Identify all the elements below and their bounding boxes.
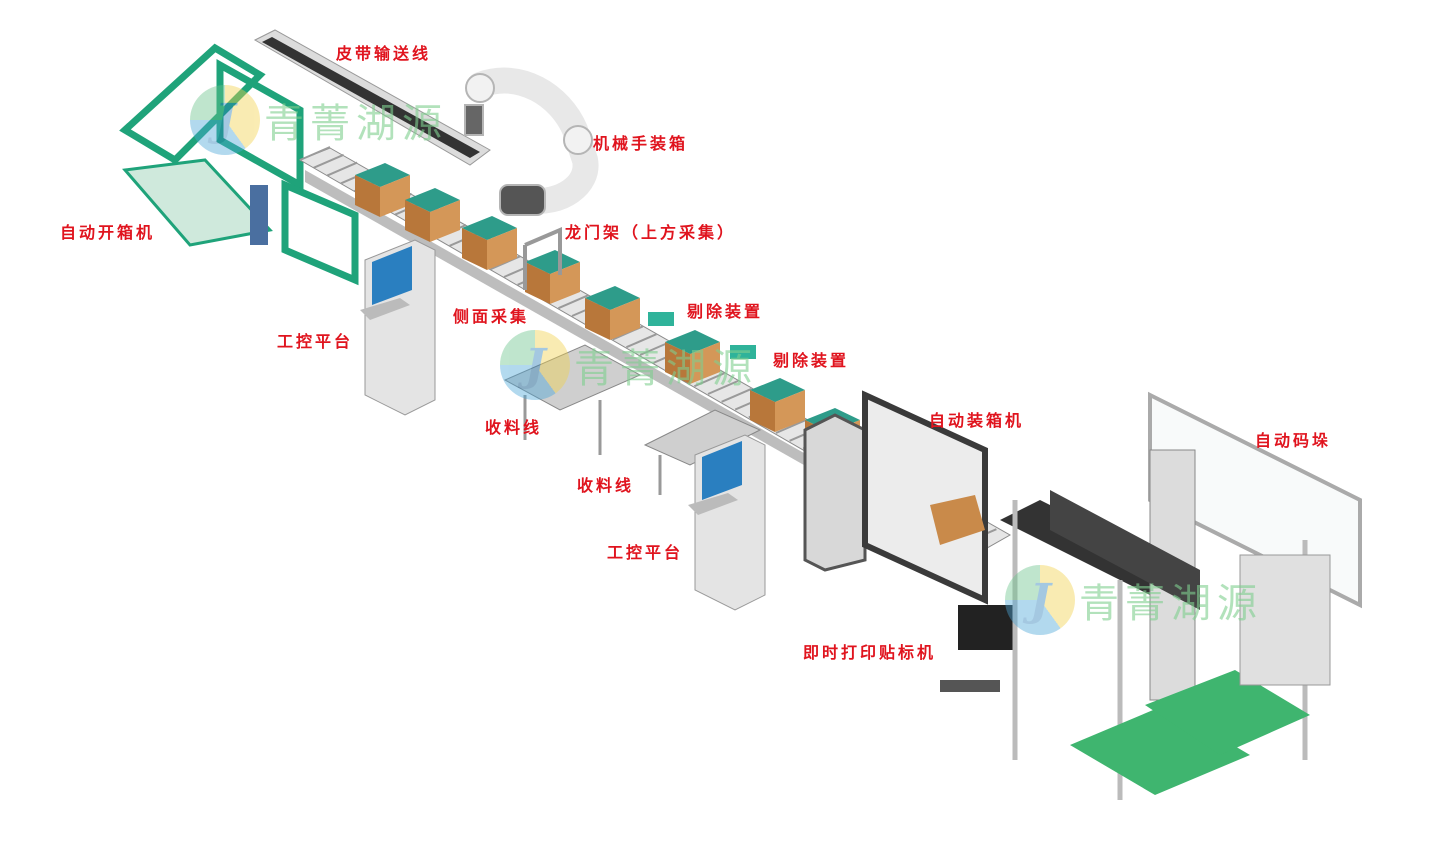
label-receiving-line-1: 收料线 — [485, 418, 543, 437]
roller — [558, 294, 589, 310]
roller — [626, 333, 657, 349]
carton — [585, 286, 640, 340]
roller — [299, 146, 331, 161]
control-kiosk-1 — [360, 239, 436, 416]
robot-arm — [464, 67, 599, 216]
belt-conveyor — [253, 29, 491, 166]
gantry — [523, 226, 562, 290]
reject-device-2 — [730, 345, 756, 359]
label-reject-device-1: 剔除装置 — [687, 302, 764, 321]
auto-palletizer — [1000, 391, 1362, 800]
label-robot-packing: 机械手装箱 — [593, 134, 689, 153]
roller — [707, 380, 739, 395]
auto-box-opener — [119, 43, 359, 286]
label-gantry: 龙门架（上方采集） — [565, 223, 737, 242]
roller — [694, 372, 725, 388]
label-print-label-machine: 即时打印贴标机 — [803, 643, 937, 662]
carton — [665, 330, 720, 384]
control-kiosk-2 — [688, 434, 766, 611]
label-belt-conveyor: 皮带输送线 — [336, 44, 432, 63]
roller — [721, 387, 752, 403]
roller — [326, 161, 358, 177]
auto-packing-machine — [803, 390, 988, 605]
roller — [313, 153, 344, 169]
reject-device-1 — [648, 312, 674, 326]
carton — [405, 188, 460, 242]
carton — [355, 163, 410, 217]
receiving-line-1 — [503, 344, 642, 455]
carton — [462, 216, 517, 270]
label-auto-box-opener: 自动开箱机 — [60, 223, 156, 242]
roller — [775, 419, 807, 434]
carton — [525, 250, 580, 304]
receiving-line-2 — [643, 409, 762, 495]
label-control-platform-1: 工控平台 — [277, 332, 354, 351]
label-auto-palletizer: 自动码垛 — [1255, 431, 1332, 450]
carton — [750, 378, 805, 432]
label-control-platform-2: 工控平台 — [607, 543, 684, 562]
label-reject-device-2: 剔除装置 — [773, 351, 850, 370]
label-auto-packing-machine: 自动装箱机 — [929, 411, 1025, 430]
print-label-machine — [940, 605, 1013, 692]
label-side-capture: 侧面采集 — [453, 307, 530, 326]
label-receiving-line-2: 收料线 — [577, 476, 635, 495]
